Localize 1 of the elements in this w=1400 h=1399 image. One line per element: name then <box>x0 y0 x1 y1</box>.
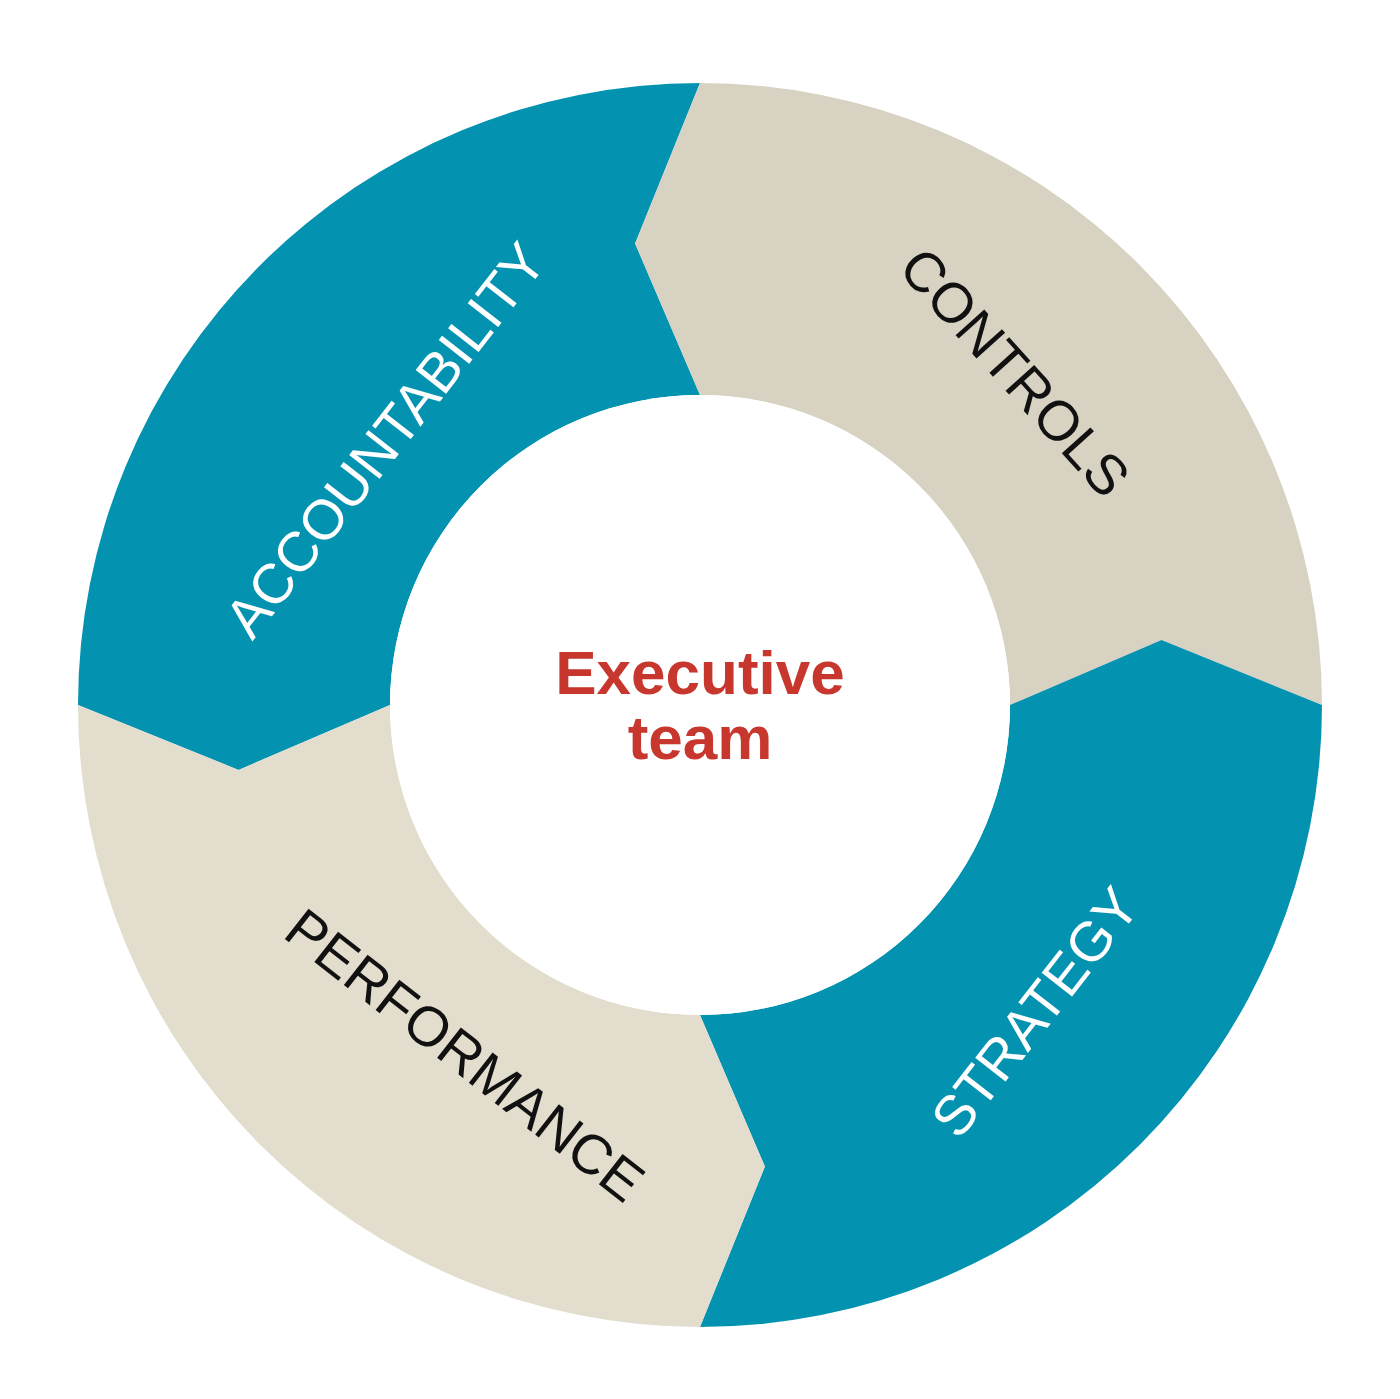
center-label: Executive team <box>554 639 846 771</box>
